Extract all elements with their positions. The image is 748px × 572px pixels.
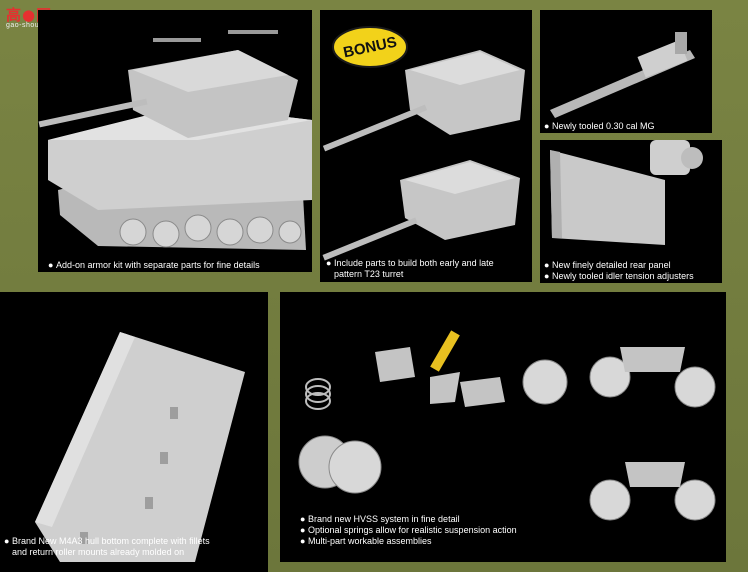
watermark-site-text: gao-shou.com [6,22,57,29]
bullet-icon: ● [326,258,332,268]
tank-caption-text: Add-on armor kit with separate parts for… [56,260,260,270]
bonus-badge: BONUS [332,26,408,68]
tank-panel: ●Add-on armor kit with separate parts fo… [38,10,312,272]
bullet-icon: ● [544,121,550,131]
hull-caption-line1: Brand New M4A3 hull bottom complete with… [12,536,210,546]
rear-caption-line2: Newly tooled idler tension adjusters [552,271,694,281]
suspension-bullet-2: Optional springs allow for realistic sus… [308,525,517,535]
rear-caption-line1: New finely detailed rear panel [552,260,671,270]
rear-caption: ●New finely detailed rear panel ●Newly t… [544,260,694,282]
bullet-icon: ● [544,271,550,281]
bullet-icon: ● [300,525,306,535]
rear-panel-image [550,140,703,245]
bullet-icon: ● [300,536,306,546]
bullet-icon: ● [4,536,10,546]
tank-model-image [38,30,312,250]
mg-caption-text: Newly tooled 0.30 cal MG [552,121,655,131]
turret-caption-line1: Include parts to build both early and la… [334,258,494,268]
bullet-icon: ● [544,260,550,270]
rear-panel: ●New finely detailed rear panel ●Newly t… [540,140,722,283]
tank-caption: ●Add-on armor kit with separate parts fo… [48,260,260,271]
hull-caption-line2: and return roller mounts already molded … [12,547,185,557]
hull-caption: ●Brand New M4A3 hull bottom complete wit… [4,536,210,558]
machine-gun-image [550,32,695,118]
suspension-caption: ●Brand new HVSS system in fine detail ●O… [300,514,517,547]
suspension-panel: ●Brand new HVSS system in fine detail ●O… [280,292,726,562]
bullet-icon: ● [300,514,306,524]
suspension-parts-image [298,330,716,521]
turret-caption: ●Include parts to build both early and l… [326,258,494,280]
mg-caption: ●Newly tooled 0.30 cal MG [544,121,655,132]
hull-panel: ●Brand New M4A3 hull bottom complete wit… [0,292,268,572]
bullet-icon: ● [48,260,54,270]
suspension-bullet-3: Multi-part workable assemblies [308,536,432,546]
turret-model-image [322,50,525,261]
turret-caption-line2: pattern T23 turret [334,269,404,279]
suspension-bullet-1: Brand new HVSS system in fine detail [308,514,460,524]
mg-panel: ●Newly tooled 0.30 cal MG [540,10,712,133]
hull-bottom-image [35,332,245,562]
